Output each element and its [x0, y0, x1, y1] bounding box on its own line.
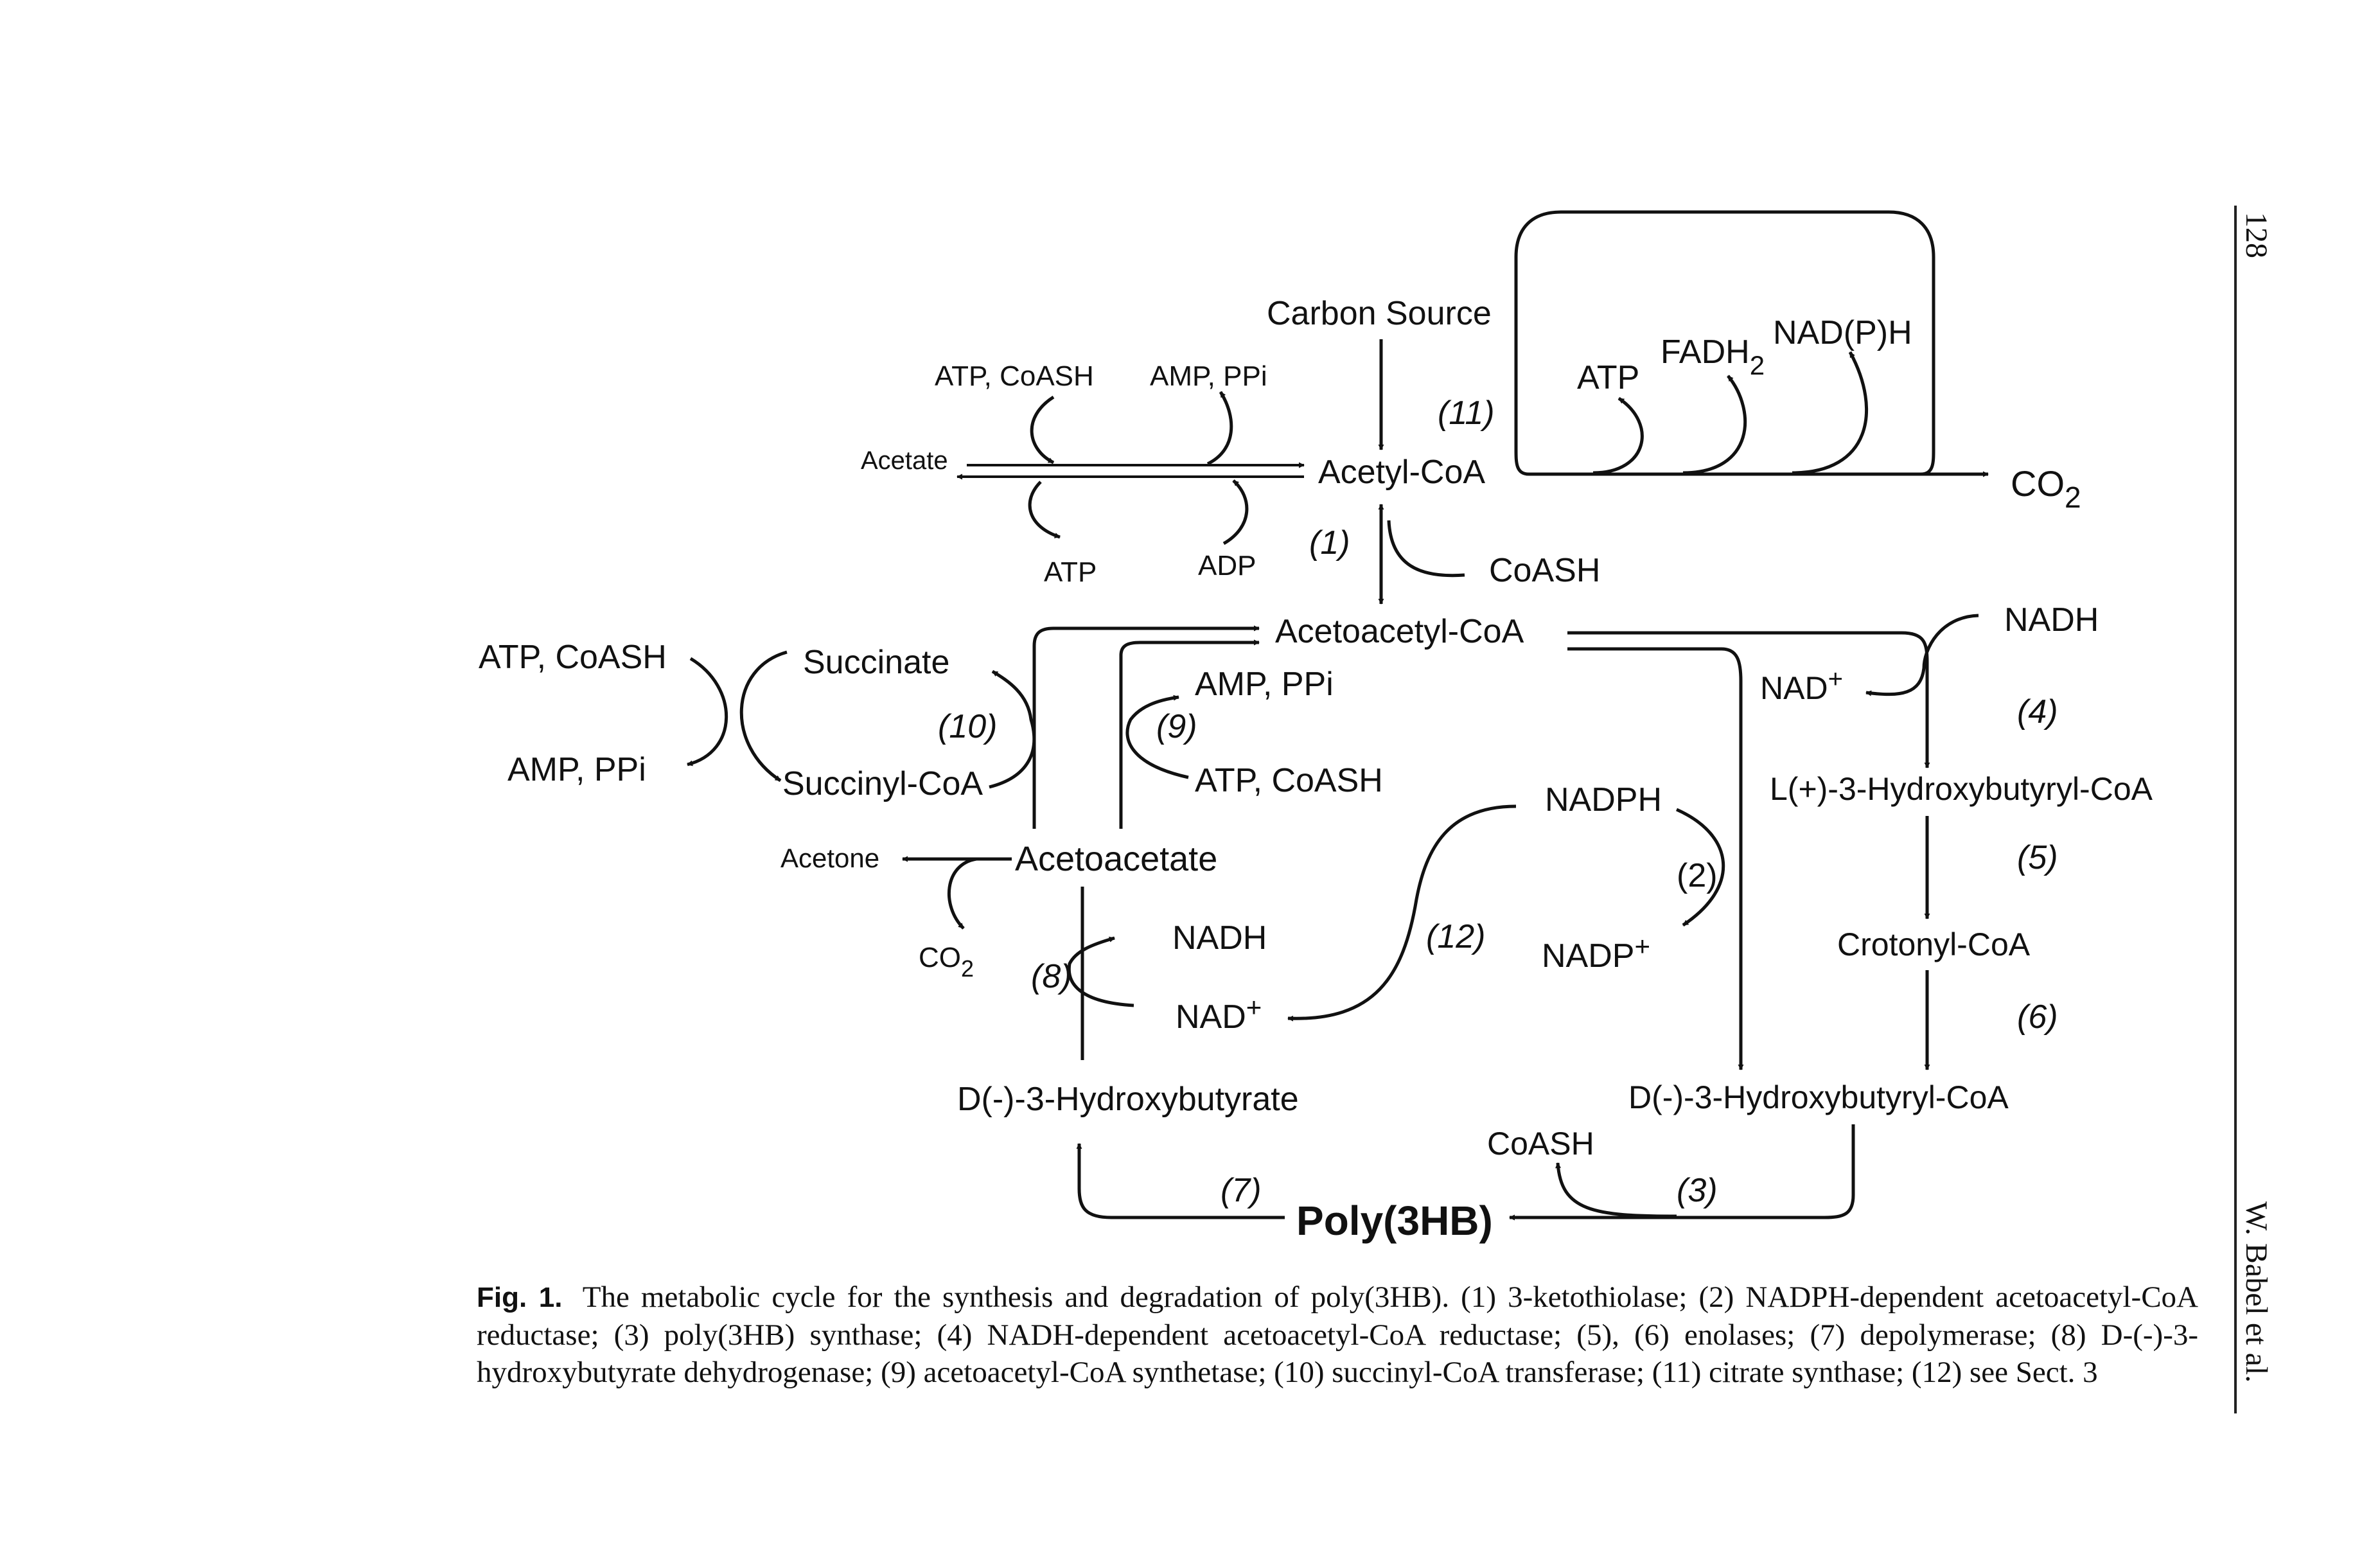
nad-mid-text: NAD: [1176, 998, 1246, 1036]
co2-main-text: CO: [2011, 463, 2065, 504]
d-hydroxybutyryl-coa-label: D(-)-3-Hydroxybutyryl-CoA: [1628, 1079, 2009, 1115]
enzyme-5-label: (5): [2017, 839, 2058, 876]
adp-label: ADP: [1198, 550, 1256, 581]
crotonyl-coa-label: Crotonyl-CoA: [1837, 926, 2031, 962]
l-hydroxybutyryl-coa-label: L(+)-3-Hydroxybutyryl-CoA: [1770, 771, 2153, 807]
d-hydroxybutyrate-label: D(-)-3-Hydroxybutyrate: [957, 1081, 1299, 1118]
adp-in-arc: [1222, 479, 1249, 545]
nadph-to-nad-arc: [1287, 804, 1517, 1022]
cycle-fadh2-main: FADH: [1661, 333, 1750, 371]
nadh-to-nad-arc: [1865, 614, 1979, 696]
enzyme-4-label: (4): [2017, 693, 2058, 730]
amp-ppi-mid-label: AMP, PPi: [1195, 666, 1334, 703]
enzyme-6-label: (6): [2017, 998, 2058, 1036]
synthetase-arrow: [1119, 639, 1260, 829]
co2-small-sub: 2: [961, 955, 974, 982]
acetoacetate-label: Acetoacetate: [1015, 840, 1217, 878]
diagram-labels: Carbon Source Acetyl-CoA Acetate ATP, Co…: [479, 295, 2153, 1244]
acetyl-coa-label: Acetyl-CoA: [1318, 454, 1485, 491]
nadh-right-label: NADH: [2004, 601, 2099, 639]
atp-cycle-arc: [1592, 396, 1644, 475]
enzyme-2-label: (2): [1677, 857, 1718, 894]
succinyl-coa-label: Succinyl-CoA: [782, 765, 983, 802]
succinate-to-succinylcoa-arc: [739, 650, 788, 783]
figure-caption: Fig. 1. The metabolic cycle for the synt…: [477, 1279, 2198, 1391]
enzyme-11-label: (11): [1438, 394, 1495, 432]
nad-plus-mid-label: NAD+: [1176, 992, 1262, 1036]
enzyme-8-label: (8): [1031, 958, 1072, 995]
enzyme-1-label: (1): [1309, 524, 1350, 562]
succinyl-to-succinate-arc: [989, 669, 1036, 789]
atp-to-amp-cross-arc: [687, 657, 728, 766]
nadp-plus-label: NADP+: [1542, 931, 1650, 975]
succinyl-transferase-arrow: [1032, 625, 1260, 829]
coash-right-label: CoASH: [1489, 552, 1600, 589]
poly3hb-label: Poly(3HB): [1296, 1198, 1493, 1244]
amp-ppi-top-label: AMP, PPi: [1150, 360, 1267, 392]
coash-bottom-label: CoASH: [1487, 1126, 1594, 1162]
nadph-label: NADPH: [1545, 781, 1662, 819]
cycle-box: [1514, 210, 1935, 476]
coash-release-arc: [1387, 520, 1465, 578]
enzyme-9-label: (9): [1156, 708, 1197, 745]
nadph-cycle-arc: [1792, 351, 1869, 475]
enzyme-3-label: (3): [1677, 1172, 1718, 1209]
acetone-label: Acetone: [780, 843, 879, 873]
reaction-arrows: [687, 210, 1989, 1221]
depolymerase-arrow: [1076, 1143, 1285, 1219]
amp-ppi-left-label: AMP, PPi: [507, 751, 646, 788]
fadh2-cycle-arc: [1682, 375, 1747, 475]
nadp-sup: +: [1634, 931, 1650, 961]
acetate-label: Acetate: [861, 447, 948, 475]
atp-to-amp-arc: [1125, 695, 1189, 779]
running-head: W. Babel et al.: [2239, 1201, 2273, 1383]
nadp-text: NADP: [1542, 937, 1634, 975]
enzyme-7-label: (7): [1221, 1172, 1262, 1209]
nadh-mid-label: NADH: [1172, 919, 1267, 957]
nad-right-text: NAD: [1760, 670, 1828, 706]
margin-rule: [2234, 206, 2237, 1413]
co2-main-sub: 2: [2065, 481, 2081, 514]
figure-caption-text: The metabolic cycle for the synthesis an…: [477, 1280, 2199, 1389]
amp-ppi-out-arc: [1206, 391, 1233, 466]
acetoacetyl-coa-label: Acetoacetyl-CoA: [1275, 613, 1524, 650]
atp-coash-in-arc: [1030, 395, 1055, 465]
to-d-hydroxybutyryl-arrow: [1567, 647, 1744, 1070]
co2-small-label: CO2: [919, 942, 974, 982]
nadph-to-nadp-arc: [1675, 808, 1725, 927]
synthase-arrow: [1509, 1124, 1855, 1221]
atp-coash-left-label: ATP, CoASH: [479, 639, 667, 676]
nad-to-nadh-arc: [1067, 936, 1134, 1007]
to-l-hydroxybutyryl-arrow: [1567, 631, 1930, 768]
co2-small-text: CO: [919, 942, 961, 973]
nad-mid-sup: +: [1246, 992, 1262, 1022]
coash-release-bottom-arc: [1555, 1162, 1677, 1218]
nad-right-sup: +: [1828, 665, 1843, 693]
atp-coash-mid-label: ATP, CoASH: [1195, 762, 1383, 799]
co2-release-small-arc: [948, 857, 977, 930]
figure-label: Fig. 1.: [477, 1282, 563, 1313]
cycle-atp-label: ATP: [1577, 359, 1639, 396]
enzyme-12-label: (12): [1426, 918, 1485, 955]
atp-bottom-label: ATP: [1044, 556, 1097, 588]
atp-coash-top-label: ATP, CoASH: [935, 360, 1094, 392]
succinate-label: Succinate: [803, 644, 949, 681]
cycle-nadph-label: NAD(P)H: [1773, 314, 1912, 351]
atp-out-arc: [1028, 481, 1061, 539]
nad-plus-right-label: NAD+: [1760, 665, 1843, 706]
enzyme-10-label: (10): [938, 708, 997, 745]
page-number: 128: [2239, 212, 2273, 258]
cycle-fadh2-label: FADH2: [1661, 333, 1765, 380]
carbon-source-label: Carbon Source: [1267, 295, 1492, 332]
co2-main-label: CO2: [2011, 463, 2081, 514]
cycle-fadh2-sub: 2: [1750, 350, 1765, 380]
